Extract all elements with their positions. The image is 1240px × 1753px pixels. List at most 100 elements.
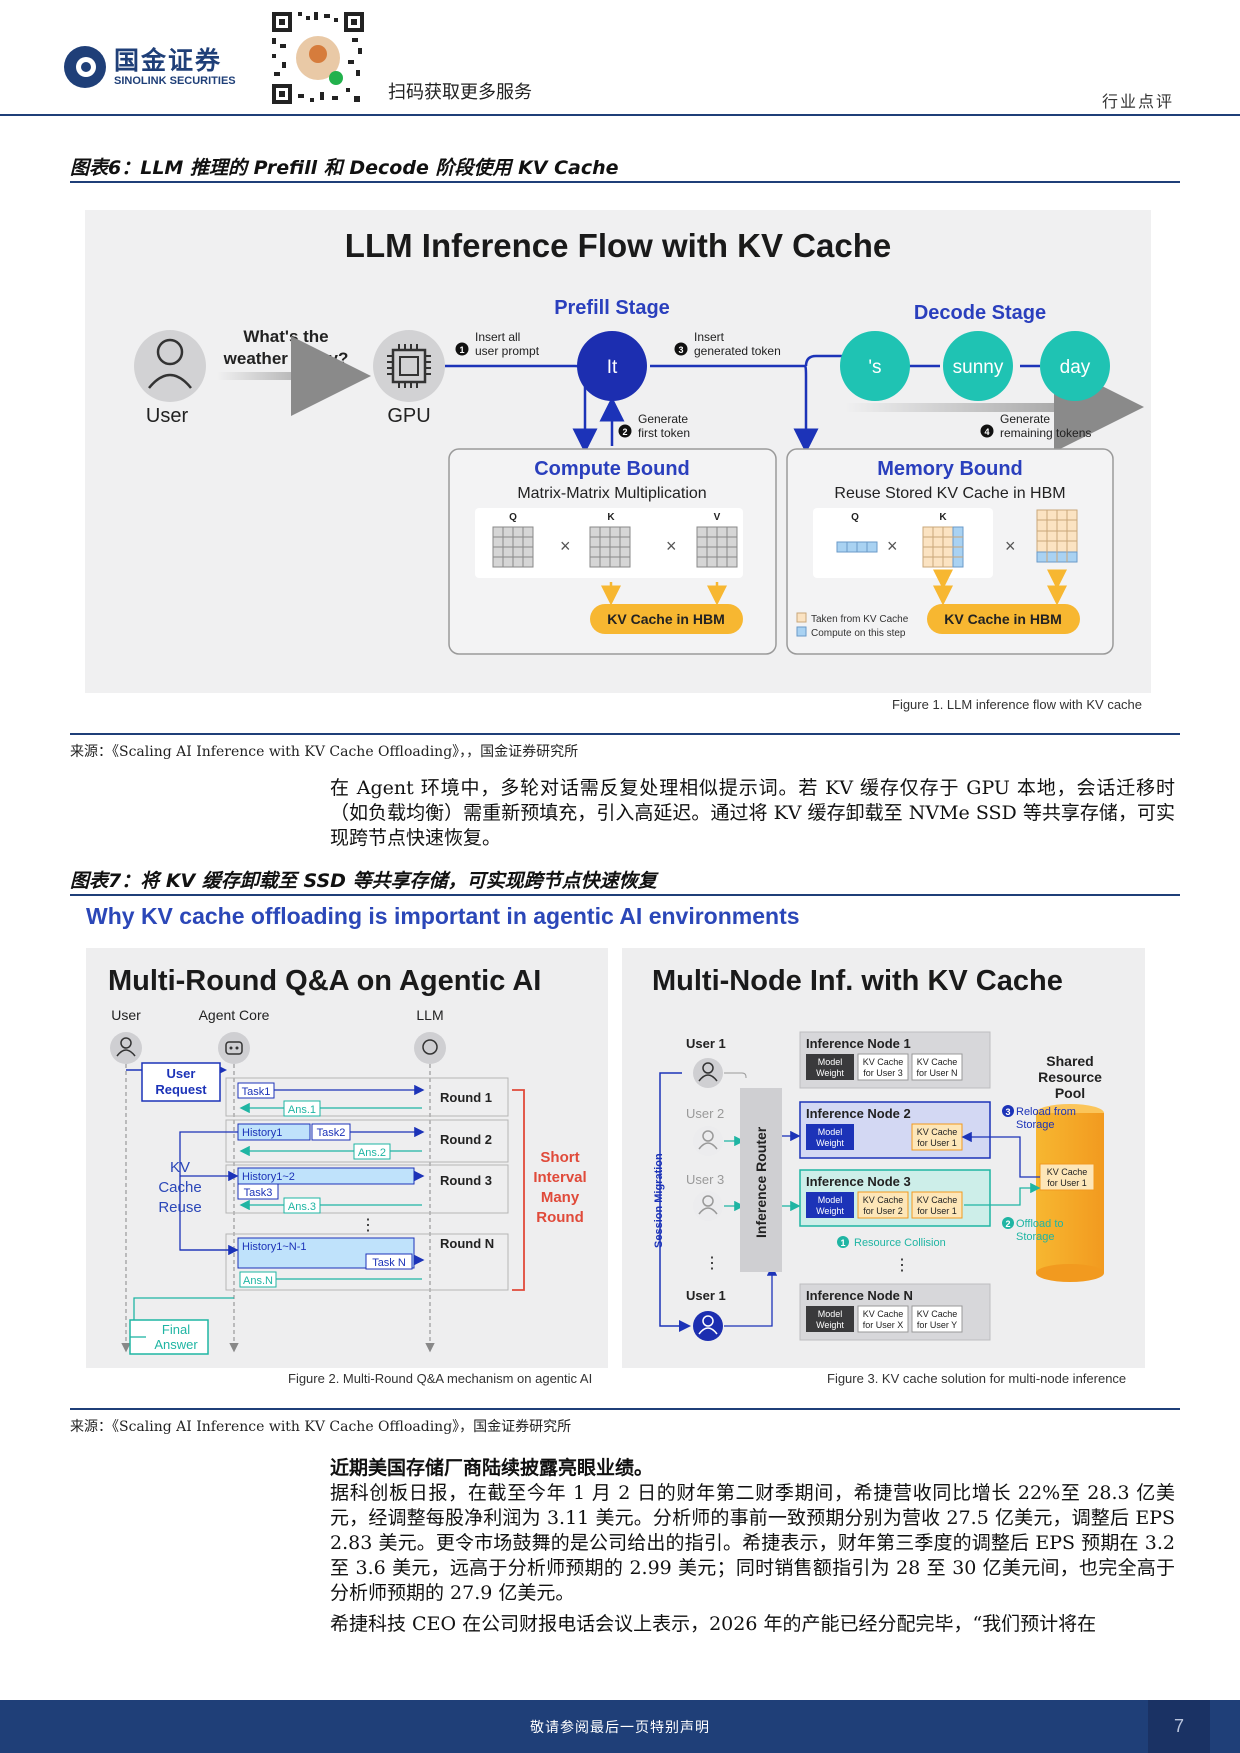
figure3-note: Figure 3. KV cache solution for multi-no… (827, 1371, 1127, 1386)
page-footer: 敬请参阅最后一页特别声明 7 (0, 1700, 1240, 1753)
node3-cell2-line2: for User 2 (863, 1206, 903, 1216)
body-paragraph-3: 希捷科技 CEO 在公司财报电话会议上表示，2026 年的产能已经分配完毕，“我… (330, 1613, 1097, 1635)
step2-number: 2 (622, 427, 627, 437)
offload-line1: Offload to (1016, 1218, 1064, 1230)
qr-code-icon[interactable] (268, 8, 368, 108)
round2-label: Round 2 (440, 1132, 492, 1147)
node3-cell3-line2: for User 1 (917, 1206, 957, 1216)
compute-matrix-q-label: Q (509, 512, 517, 523)
page-header: 国金证券 SINOLINK SECURITIES 扫码获取更多服务 行业点评 (0, 0, 1240, 116)
multi-node-title: Multi-Node Inf. with KV Cache (652, 965, 1063, 997)
node2-cell1-line2: Weight (816, 1138, 844, 1148)
step3-line1: Insert (694, 330, 725, 344)
user-icon (134, 330, 206, 402)
question-line-1: What's the (243, 327, 328, 346)
node1-cell1-line1: Model (818, 1057, 843, 1067)
ansn-label: Ans.N (243, 1275, 273, 1287)
step2-line1: Generate (638, 412, 688, 426)
gpu-icon (373, 330, 445, 402)
compute-kv-cache: KV Cache in HBM (607, 611, 724, 627)
header-divider (0, 114, 1240, 116)
pool-cache-line1: KV Cache (1047, 1167, 1088, 1177)
node1-cell2-line1: KV Cache (863, 1057, 904, 1067)
history12-label: History1~2 (242, 1171, 295, 1183)
svg-text:⋮: ⋮ (360, 1217, 376, 1234)
noden-name: Inference Node N (806, 1288, 913, 1303)
interval-line2: Interval (533, 1169, 586, 1186)
multi-node-panel: Multi-Node Inf. with KV Cache User 1 Use… (622, 948, 1145, 1368)
brand-name-en: SINOLINK SECURITIES (114, 74, 236, 87)
svg-text:×: × (560, 536, 571, 556)
task2-label: Task2 (317, 1127, 346, 1139)
user2-label: User 2 (686, 1106, 724, 1121)
reload-line2: Storage (1016, 1119, 1055, 1131)
token-s: 's (868, 357, 881, 378)
multi-round-panel: Multi-Round Q&A on Agentic AI User Agent… (86, 948, 608, 1368)
actor-llm-label: LLM (416, 1007, 443, 1023)
user-request-line1: User (167, 1066, 196, 1081)
user1-label: User 1 (686, 1036, 726, 1051)
user1-bottom-label: User 1 (686, 1288, 726, 1303)
svg-text:⋮: ⋮ (894, 1257, 910, 1274)
step4-number: 4 (984, 427, 989, 437)
actor-user-label: User (111, 1007, 141, 1023)
svg-text:3: 3 (1005, 1107, 1010, 1117)
inference-router-label: Inference Router (753, 1126, 769, 1238)
figure7-caption: 图表7：将 KV 缓存卸载至 SSD 等共享存储，可实现跨节点快速恢复 (70, 870, 657, 892)
token-sunny: sunny (953, 357, 1004, 378)
user3-label: User 3 (686, 1172, 724, 1187)
step1-line2: user prompt (475, 344, 540, 358)
figure6-top-rule (70, 181, 1180, 183)
noden-cell1-line2: Weight (816, 1320, 844, 1330)
legend-taken-from-cache: Taken from KV Cache (811, 614, 909, 625)
reload-line1: Reload from (1016, 1106, 1076, 1118)
node2-cell2-line2: for User 1 (917, 1138, 957, 1148)
scan-for-services: 扫码获取更多服务 (388, 82, 532, 103)
final-answer-line1: Final (162, 1322, 190, 1337)
node3-cell3-line1: KV Cache (917, 1195, 958, 1205)
brand-logo-icon (64, 46, 106, 88)
noden-cell2-line1: KV Cache (863, 1309, 904, 1319)
node3-cell2-line1: KV Cache (863, 1195, 904, 1205)
question-line-2: weather today? (223, 349, 349, 368)
memory-matrix-q-label: Q (851, 512, 859, 523)
pool-line1: Shared (1046, 1053, 1093, 1069)
svg-text:×: × (666, 536, 677, 556)
step3-number: 3 (678, 345, 683, 355)
figure7-top-rule (70, 894, 1180, 896)
compute-bound-title: Compute Bound (534, 458, 690, 480)
step2-line2: first token (638, 426, 690, 440)
step1-line1: Insert all (475, 330, 520, 344)
node1-cell1-line2: Weight (816, 1068, 844, 1078)
round3-label: Round 3 (440, 1173, 492, 1188)
figure7-heading: Why KV cache offloading is important in … (86, 903, 800, 929)
actor-agent-core-label: Agent Core (199, 1007, 270, 1023)
figure6-bottom-rule (70, 733, 1180, 735)
step3-line2: generated token (694, 344, 781, 358)
body-paragraph-2: 据科创板日报，在截至今年 1 月 2 日的财年第二财季期间，希捷营收同比增长 2… (330, 1482, 1175, 1604)
svg-text:×: × (887, 536, 898, 556)
kv-cache-reuse-line1: KV (170, 1159, 190, 1176)
memory-matrix-k-label: K (939, 512, 947, 523)
node1-cell3-line1: KV Cache (917, 1057, 958, 1067)
multi-round-title: Multi-Round Q&A on Agentic AI (108, 965, 541, 997)
node3-cell1-line2: Weight (816, 1206, 844, 1216)
brand-logo: 国金证券 SINOLINK SECURITIES (64, 46, 236, 88)
node1-cell2-line2: for User 3 (863, 1068, 903, 1078)
pool-line3: Pool (1055, 1085, 1085, 1101)
node2-name: Inference Node 2 (806, 1106, 911, 1121)
figure2-note: Figure 2. Multi-Round Q&A mechanism on a… (288, 1371, 593, 1386)
node1-cell3-line2: for User N (916, 1068, 957, 1078)
task1-label: Task1 (242, 1086, 271, 1098)
report-type-tag: 行业点评 (1101, 92, 1174, 111)
session-migration-label: Session Migration (653, 1153, 665, 1248)
round1-label: Round 1 (440, 1090, 492, 1105)
history1n-label: History1~N-1 (242, 1241, 307, 1253)
svg-text:×: × (1005, 536, 1016, 556)
token-it: It (607, 357, 618, 378)
footer-disclaimer: 敬请参阅最后一页特别声明 (530, 1720, 710, 1736)
figure6-source: 来源：《Scaling AI Inference with KV Cache O… (70, 744, 579, 760)
roundn-label: Round N (440, 1236, 494, 1251)
brand-name-cn: 国金证券 (114, 45, 223, 75)
step1-number: 1 (459, 345, 464, 355)
